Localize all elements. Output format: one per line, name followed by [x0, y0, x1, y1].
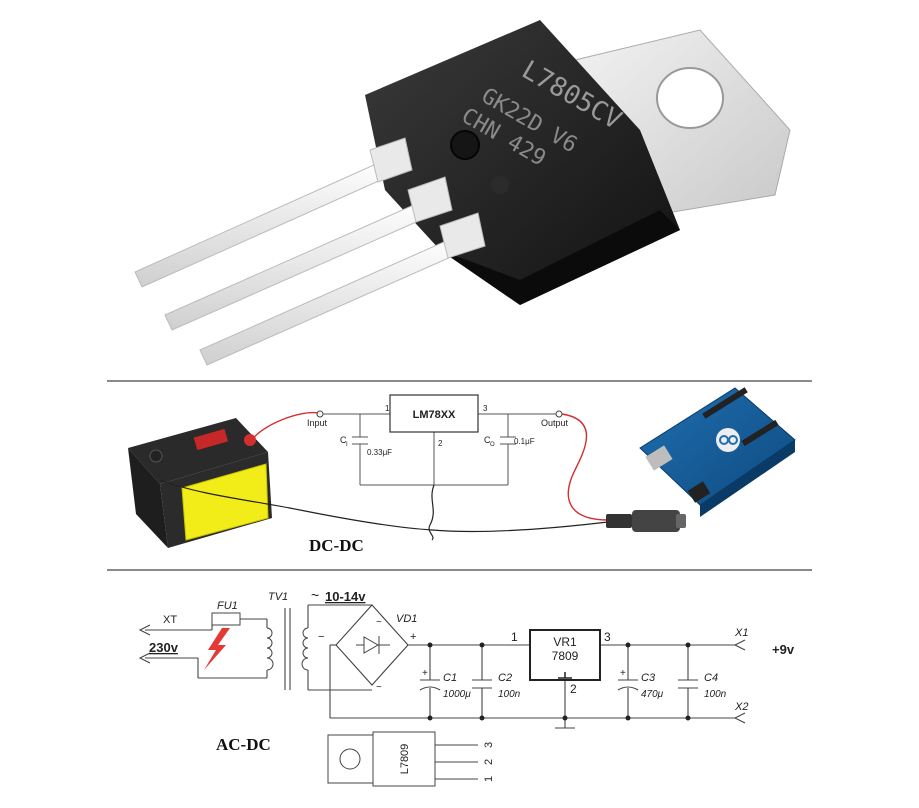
lm78xx-label: LM78XX	[413, 409, 456, 421]
input-label: Input	[307, 418, 328, 428]
black-ground-wire	[159, 479, 609, 533]
output-label: Output	[541, 418, 569, 428]
vr1-pin-1: 1	[511, 630, 518, 644]
lightning-icon	[204, 628, 230, 670]
acdc-section: XT FU1 230v TV1 ~ 10-14v VD1 ~ ~ + − 1 3…	[138, 587, 795, 787]
c3-value: 470μ	[641, 689, 664, 700]
c2-name: C2	[498, 672, 512, 684]
c1-value: 1000μ	[443, 689, 471, 700]
acdc-title: AC-DC	[216, 735, 271, 754]
co-subscript: O	[490, 442, 495, 448]
dcdc-pin-2: 2	[438, 439, 443, 448]
dcdc-title: DC-DC	[309, 536, 364, 555]
bridge-plus: +	[410, 631, 416, 643]
lm78xx-box	[389, 394, 479, 433]
secondary-voltage: 10-14v	[325, 589, 366, 604]
c3-name: C3	[641, 672, 656, 684]
ci-subscript: I	[346, 442, 348, 448]
ground-junction	[428, 484, 435, 541]
x2-label: X2	[734, 701, 748, 713]
battery-image	[128, 418, 272, 548]
c2-value: 100n	[498, 689, 521, 700]
bridge-minus: −	[318, 631, 324, 643]
vr1-box	[529, 629, 601, 681]
vr1-type: 7809	[552, 649, 579, 663]
fuse-symbol	[211, 612, 241, 626]
red-wire-output	[561, 413, 609, 521]
secondary-coil	[301, 627, 309, 671]
pkg-pin-2: 2	[483, 759, 495, 765]
bridge-tilde-bottom: ~	[376, 682, 382, 693]
red-wire-input	[251, 411, 319, 441]
tv1-label: TV1	[268, 591, 288, 603]
vr1-pin-3: 3	[604, 630, 611, 644]
arduino-board	[639, 387, 796, 517]
package-label: L7809	[399, 744, 411, 775]
co-value: 0.1μF	[514, 437, 535, 446]
l7809-package	[327, 731, 436, 787]
mains-voltage: 230v	[149, 640, 179, 655]
c4-name: C4	[704, 672, 718, 684]
c1-plus: +	[422, 668, 428, 679]
output-voltage: +9v	[772, 642, 795, 657]
dcdc-pin-1: 1	[385, 404, 390, 413]
c4-value: 100n	[704, 689, 727, 700]
primary-coil	[266, 627, 274, 671]
junction-dots	[427, 642, 691, 721]
x1-label: X1	[734, 627, 748, 639]
ci-value: 0.33μF	[367, 448, 392, 457]
diode-symbol	[356, 636, 390, 654]
vd1-label: VD1	[396, 613, 417, 625]
dcdc-circuit-lines	[322, 413, 557, 486]
ac-tilde: ~	[311, 587, 319, 603]
output-terminal	[555, 410, 563, 418]
bridge-tilde-top: ~	[376, 617, 382, 628]
dc-jack	[606, 510, 686, 532]
regulator-photo: L7805CV GK22D V6 CHN 429	[134, 20, 791, 366]
xt-label: XT	[163, 614, 177, 626]
vr1-name: VR1	[553, 635, 577, 649]
vr1-pin-2: 2	[570, 682, 577, 696]
c3-plus: +	[620, 668, 626, 679]
c1-name: C1	[443, 672, 457, 684]
dcdc-section: LM78XX 1 3 2 Input Output C I 0.33μF C O…	[128, 387, 796, 555]
ci-label: C	[340, 435, 347, 445]
dcdc-pin-3: 3	[483, 404, 488, 413]
pkg-pin-1: 1	[483, 776, 495, 782]
fu1-label: FU1	[217, 600, 238, 612]
pkg-pin-3: 3	[483, 742, 495, 748]
acdc-wiring	[138, 604, 746, 780]
pins	[134, 137, 486, 366]
co-label: C	[484, 435, 491, 445]
input-terminal	[316, 410, 324, 418]
